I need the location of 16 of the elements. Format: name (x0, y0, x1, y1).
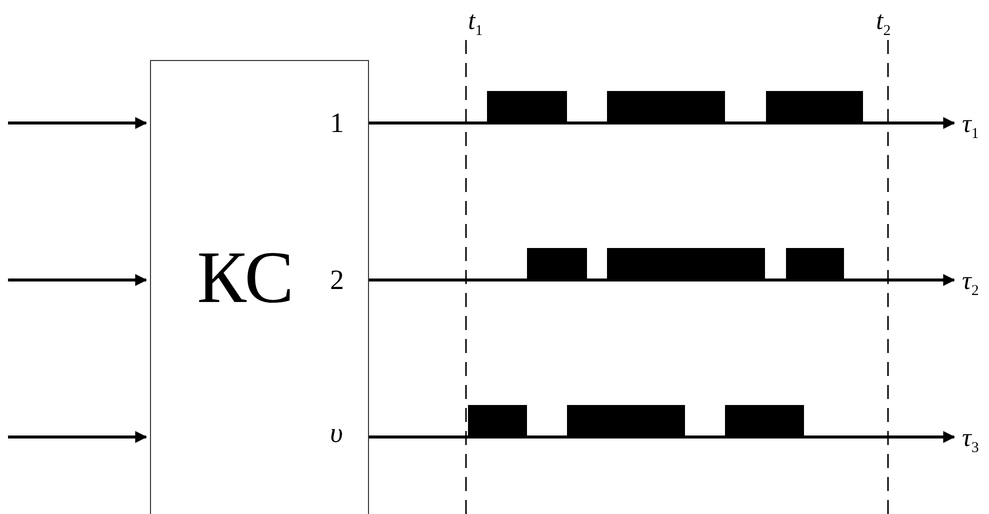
port-label: υ (330, 420, 343, 448)
arrow (8, 431, 148, 443)
time-marker-label: t$_{1}$ (468, 8, 483, 40)
arrow (8, 274, 148, 286)
arrow (369, 431, 956, 443)
port-label: 2 (330, 267, 344, 295)
block-label: КС (197, 241, 294, 315)
axis-label: τ$_{1}$ (962, 111, 979, 142)
port-label: 1 (330, 110, 344, 138)
axis-label: τ$_{2}$ (962, 268, 979, 300)
process-block (150, 60, 369, 514)
arrow (369, 274, 956, 286)
axis-label: τ$_{3}$ (962, 425, 979, 456)
arrow (369, 117, 956, 129)
arrow (8, 117, 148, 129)
time-marker-label: t$_{2}$ (876, 8, 891, 40)
